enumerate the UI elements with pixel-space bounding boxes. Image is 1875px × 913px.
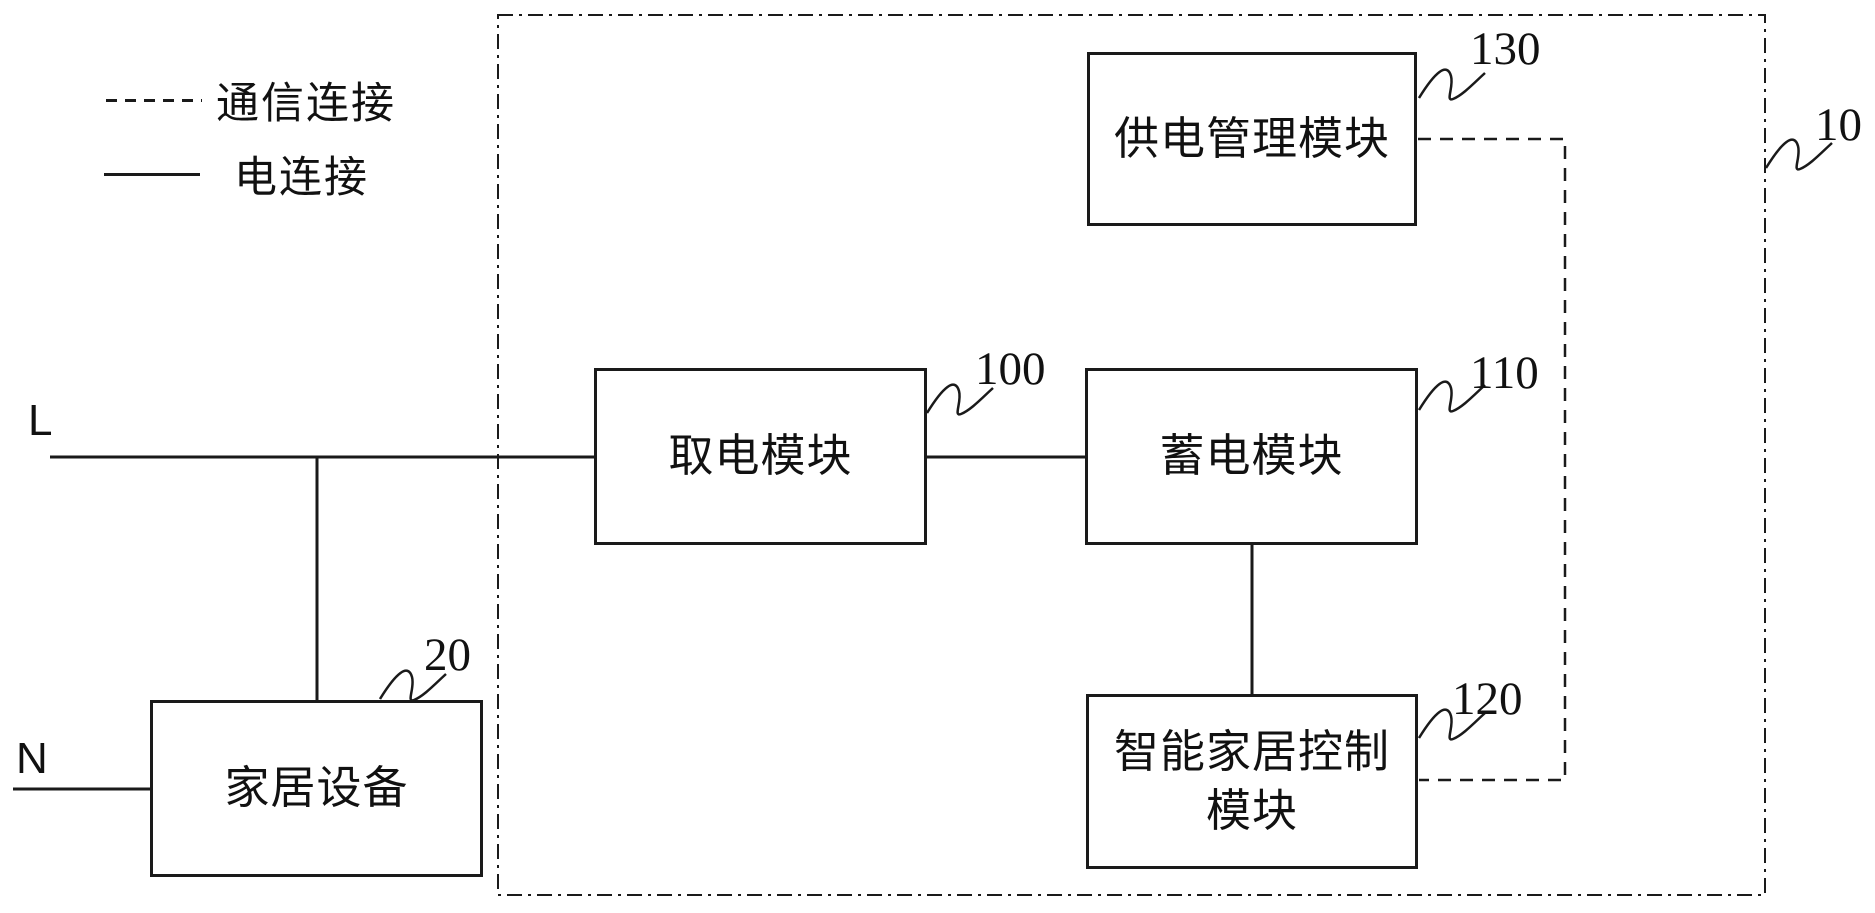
leader-squiggle-100	[925, 383, 994, 416]
legend-label-communication: 通信连接	[216, 81, 396, 128]
dashed-line-sample	[106, 98, 202, 102]
legend-item-electrical: 电连接	[104, 143, 369, 205]
block-home-equipment: 家居设备	[150, 700, 483, 877]
ref-numeral-130: 130	[1470, 23, 1541, 75]
ref-numeral-110: 110	[1470, 347, 1539, 399]
block-power-supply-management: 供电管理模块	[1087, 52, 1417, 226]
block-power-storage: 蓄电模块	[1085, 368, 1418, 545]
block-power-taking: 取电模块	[594, 368, 927, 545]
leader-squiggle-110	[1417, 380, 1486, 413]
leader-squiggle-20	[378, 669, 447, 702]
block-label-power-taking: 取电模块	[668, 431, 853, 482]
block-label-power-storage: 蓄电模块	[1159, 431, 1344, 482]
terminal-label-live: L	[28, 396, 53, 445]
communication-link-line	[1418, 137, 1567, 782]
block-label-power-supply-management: 供电管理模块	[1113, 113, 1390, 164]
ref-numeral-120: 120	[1452, 673, 1523, 725]
ref-numeral-20: 20	[424, 629, 471, 681]
block-smart-home-control: 智能家居控制模块	[1086, 694, 1418, 869]
ref-numeral-100: 100	[975, 343, 1046, 395]
ref-numeral-10: 10	[1815, 99, 1862, 151]
legend-label-electrical: 电连接	[234, 155, 369, 202]
terminal-label-neutral: N	[16, 734, 48, 783]
block-label-smart-home-control: 智能家居控制模块	[1113, 727, 1390, 836]
system-boundary-outline	[497, 14, 1766, 896]
leader-squiggle-120	[1417, 708, 1486, 741]
block-label-home-equipment: 家居设备	[224, 763, 409, 814]
solid-line-sample	[104, 172, 200, 176]
leader-squiggle-10	[1764, 138, 1833, 171]
leader-squiggle-130	[1417, 68, 1486, 101]
legend-item-communication: 通信连接	[106, 69, 396, 131]
